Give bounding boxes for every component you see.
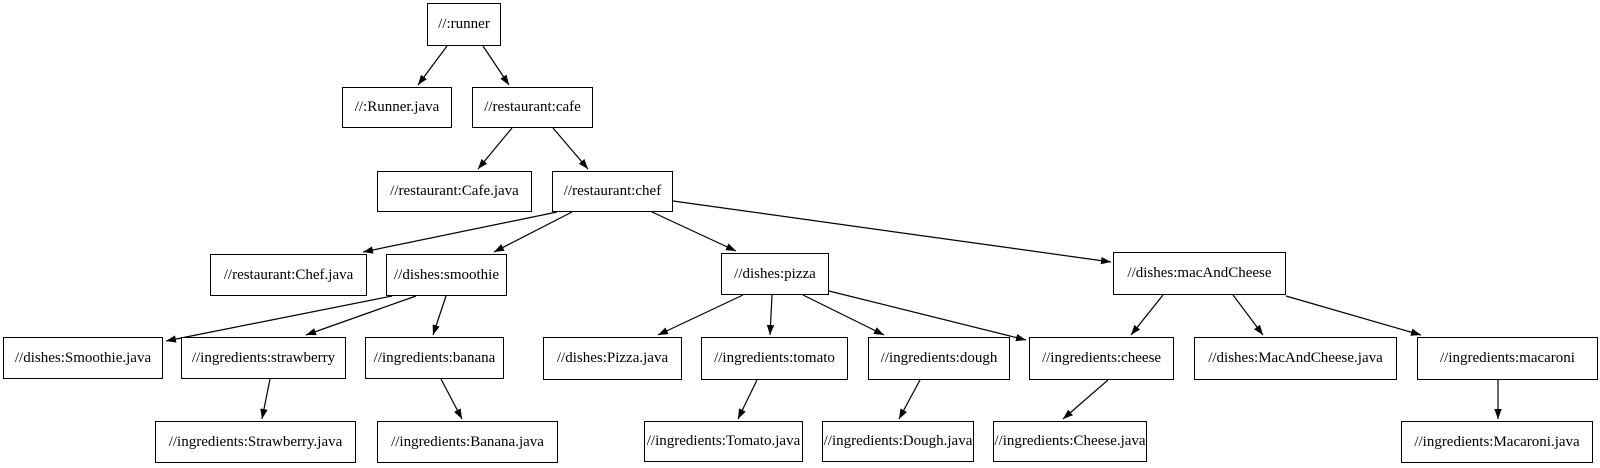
graph-node-smoothie_java: //dishes:Smoothie.java xyxy=(3,337,163,379)
graph-edge-macandcheese-macaroni xyxy=(1285,295,1422,336)
graph-edge-smoothie-smoothie_java xyxy=(165,295,393,343)
graph-edge-macandcheese-cheese xyxy=(1130,294,1164,336)
graph-edge-pizza-tomato xyxy=(766,294,775,336)
graph-edge-tomato-tomato_java xyxy=(737,379,758,420)
graph-node-macaroni: //ingredients:macaroni xyxy=(1417,337,1598,380)
graph-node-cafe: //restaurant:cafe xyxy=(472,87,593,128)
graph-edge-smoothie-banana xyxy=(432,295,447,336)
graph-node-macandcheese: //dishes:macAndCheese xyxy=(1113,252,1286,295)
graph-node-tomato_java: //ingredients:Tomato.java xyxy=(644,421,803,462)
graph-node-strawberry_java: //ingredients:Strawberry.java xyxy=(155,421,356,463)
graph-edge-chef-macandcheese xyxy=(672,200,1112,265)
graph-edge-pizza-cheese xyxy=(828,290,1027,342)
graph-node-cafe_java: //restaurant:Cafe.java xyxy=(377,171,532,212)
graph-edge-macandcheese-macandcheese_java xyxy=(1232,294,1264,336)
graph-node-pizza_java: //dishes:Pizza.java xyxy=(543,337,682,380)
graph-edge-cafe-chef xyxy=(552,127,589,170)
graph-edge-banana-banana_java xyxy=(440,378,463,420)
graph-node-cheese: //ingredients:cheese xyxy=(1029,337,1174,380)
graph-node-cheese_java: //ingredients:Cheese.java xyxy=(993,421,1147,462)
graph-node-chef: //restaurant:chef xyxy=(552,171,673,212)
graph-edge-cheese-cheese_java xyxy=(1062,379,1109,420)
graph-edge-pizza-pizza_java xyxy=(657,294,744,336)
graph-node-pizza: //dishes:pizza xyxy=(721,253,829,295)
graph-edge-smoothie-strawberry xyxy=(305,295,417,336)
graph-edge-chef-pizza xyxy=(651,211,737,252)
graph-node-runner: //:runner xyxy=(427,3,501,46)
graph-edge-dough-dough_java xyxy=(898,379,921,420)
graph-node-strawberry: //ingredients:strawberry xyxy=(181,337,346,379)
graph-edge-runner-cafe xyxy=(482,45,510,86)
graph-node-dough: //ingredients:dough xyxy=(868,337,1010,380)
graph-node-banana: //ingredients:banana xyxy=(365,337,504,379)
graph-edge-chef-chef_java xyxy=(362,211,558,254)
graph-edge-strawberry-strawberry_java xyxy=(260,378,271,420)
graph-node-chef_java: //restaurant:Chef.java xyxy=(210,254,367,296)
graph-node-banana_java: //ingredients:Banana.java xyxy=(377,421,558,463)
graph-node-runner_java: //:Runner.java xyxy=(342,87,452,128)
graph-node-tomato: //ingredients:tomato xyxy=(701,337,848,380)
graph-node-dough_java: //ingredients:Dough.java xyxy=(822,421,974,462)
graph-edge-cafe-cafe_java xyxy=(477,127,513,170)
graph-node-smoothie: //dishes:smoothie xyxy=(386,254,507,296)
graph-node-macaroni_java: //ingredients:Macaroni.java xyxy=(1401,421,1593,463)
graph-edge-chef-smoothie xyxy=(493,211,573,253)
graph-edge-pizza-dough xyxy=(802,294,885,336)
graph-edge-runner-runner_java xyxy=(417,45,448,86)
graph-node-macandcheese_java: //dishes:MacAndCheese.java xyxy=(1194,337,1397,380)
